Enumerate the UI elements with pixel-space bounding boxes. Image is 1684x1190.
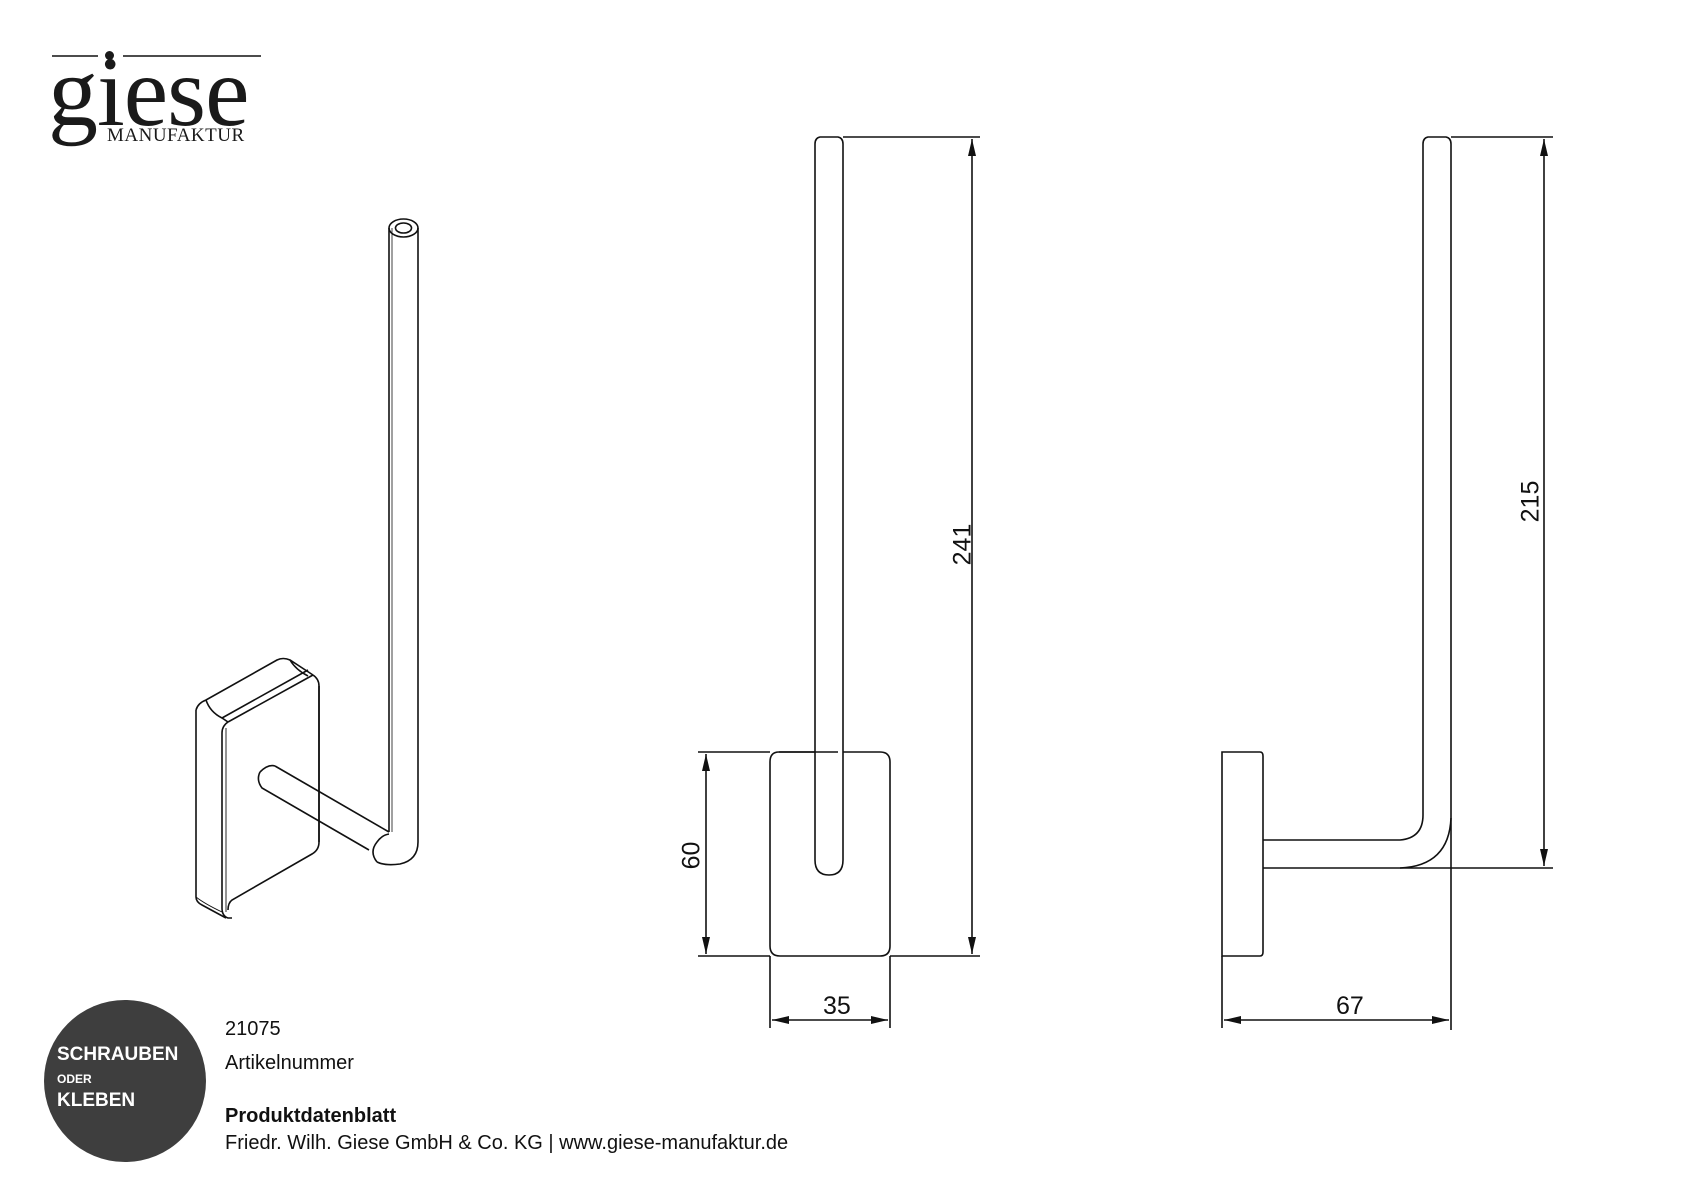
dim-side-height: 215 [1516,480,1545,523]
badge-line-2: ODER [57,1072,92,1086]
side-view [1221,136,1553,1030]
logo-subtitle: MANUFAKTUR [107,125,245,146]
logo-wordmark: giese [48,36,249,147]
dim-plate-width: 35 [823,992,851,1020]
isometric-view [195,218,419,919]
article-number: 21075 [225,1018,281,1040]
company-line: Friedr. Wilh. Giese GmbH & Co. KG | www.… [225,1132,789,1154]
article-label: Artikelnummer [225,1052,354,1074]
mounting-badge: SCHRAUBEN ODER KLEBEN [44,1000,206,1162]
badge-line-1: SCHRAUBEN [57,1044,179,1065]
dim-plate-height: 60 [677,841,706,870]
dim-front-height: 241 [948,523,977,566]
dim-side-depth: 67 [1336,992,1364,1020]
badge-line-3: KLEBEN [57,1090,136,1111]
doc-title: Produktdatenblatt [225,1105,397,1127]
logo-dot [105,51,114,60]
front-view [698,136,980,1028]
